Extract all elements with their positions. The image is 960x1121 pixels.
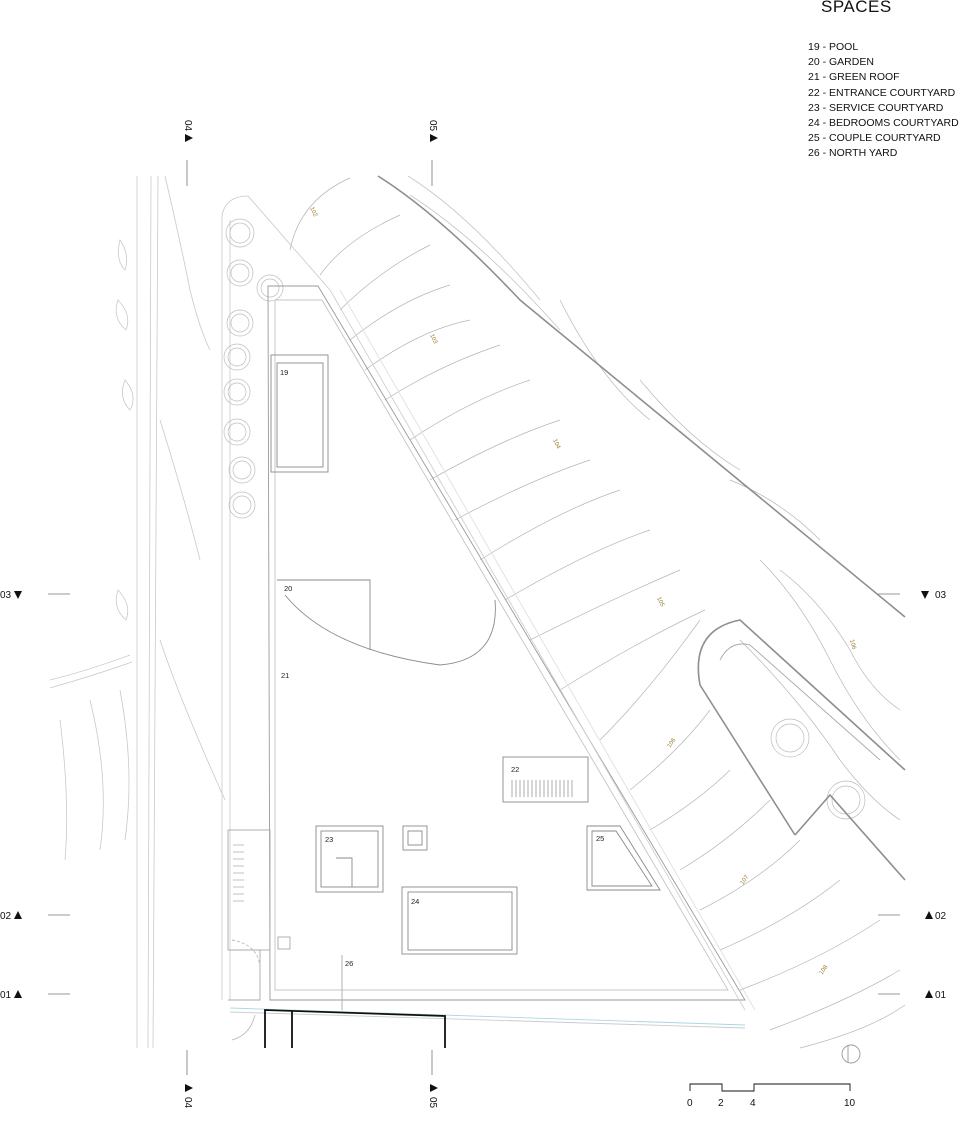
legend-item: 26 - NORTH YARD [808,147,898,160]
scale-label: 0 [687,1098,693,1109]
section-arrow-icon [925,990,933,998]
section-03-right: 03 [935,590,947,601]
section-04-top: 04 [182,120,193,132]
section-arrow-icon [921,591,929,599]
legend-item: 22 - ENTRANCE COURTYARD [808,86,956,99]
label-pool: 19 [280,368,288,377]
section-labels: 03 03 02 02 01 01 04 05 04 05 [0,120,947,1109]
space-labels: 19 20 21 22 23 24 25 26 [280,368,604,968]
scale-label: 2 [718,1098,724,1109]
label-bedrooms-courtyard: 24 [411,897,419,906]
legend-item: 24 - BEDROOMS COURTYARD [808,117,959,130]
section-arrow-icon [14,911,22,919]
label-north-yard: 26 [345,959,353,968]
scale-bar [689,1083,851,1092]
label-service-courtyard: 23 [325,835,333,844]
contour-label: 107 [740,874,751,886]
scale-label: 10 [844,1098,856,1109]
section-02-right: 02 [935,911,947,922]
tree-row [223,218,866,820]
contour-label: 108 [819,964,830,976]
section-01-left: 01 [0,990,12,1001]
contour-labels: 102 103 104 105 106 106 107 108 [308,206,856,976]
label-garden: 20 [284,584,292,593]
section-arrow-icon [185,1084,193,1092]
scale-label: 4 [750,1098,756,1109]
contour-lines [289,177,906,1049]
legend-item: 21 - GREEN ROOF [808,71,900,84]
legend-item: 23 - SERVICE COURTYARD [808,101,944,114]
section-arrow-icon [430,134,438,142]
road-lines [49,175,331,1049]
legend-item: 19 - POOL [808,41,859,53]
contour-label: 104 [551,438,561,450]
section-arrow-icon [14,990,22,998]
section-arrow-icon [185,134,193,142]
section-03-left: 03 [0,590,12,601]
section-05-top: 05 [427,120,438,132]
contour-label: 106 [667,737,678,749]
label-green-roof: 21 [281,671,289,680]
boundary-lines [377,175,906,881]
contour-label: 102 [308,206,318,218]
contour-label: 103 [428,333,438,345]
contour-label: 106 [848,639,857,651]
contour-label: 105 [655,596,665,608]
legend-title: SPACES [821,0,892,16]
house-outline [227,285,861,1064]
scale-labels: 0 2 4 10 [687,1098,856,1109]
section-lines [48,160,900,1075]
legend-list: 19 - POOL 20 - GARDEN 21 - GREEN ROOF 22… [808,40,959,162]
legend-item: 25 - COUPLE COURTYARD [808,132,941,145]
section-04-bottom: 04 [182,1097,193,1109]
legend-item: 20 - GARDEN [808,56,874,69]
section-arrow-icon [430,1084,438,1092]
section-01-right: 01 [935,990,947,1001]
section-arrow-icon [925,911,933,919]
section-05-bottom: 05 [427,1097,438,1109]
section-arrows [14,134,933,1092]
label-entrance-courtyard: 22 [511,765,519,774]
driveway-outline [264,1009,446,1048]
section-arrow-icon [14,591,22,599]
label-couple-courtyard: 25 [596,834,604,843]
section-02-left: 02 [0,911,12,922]
